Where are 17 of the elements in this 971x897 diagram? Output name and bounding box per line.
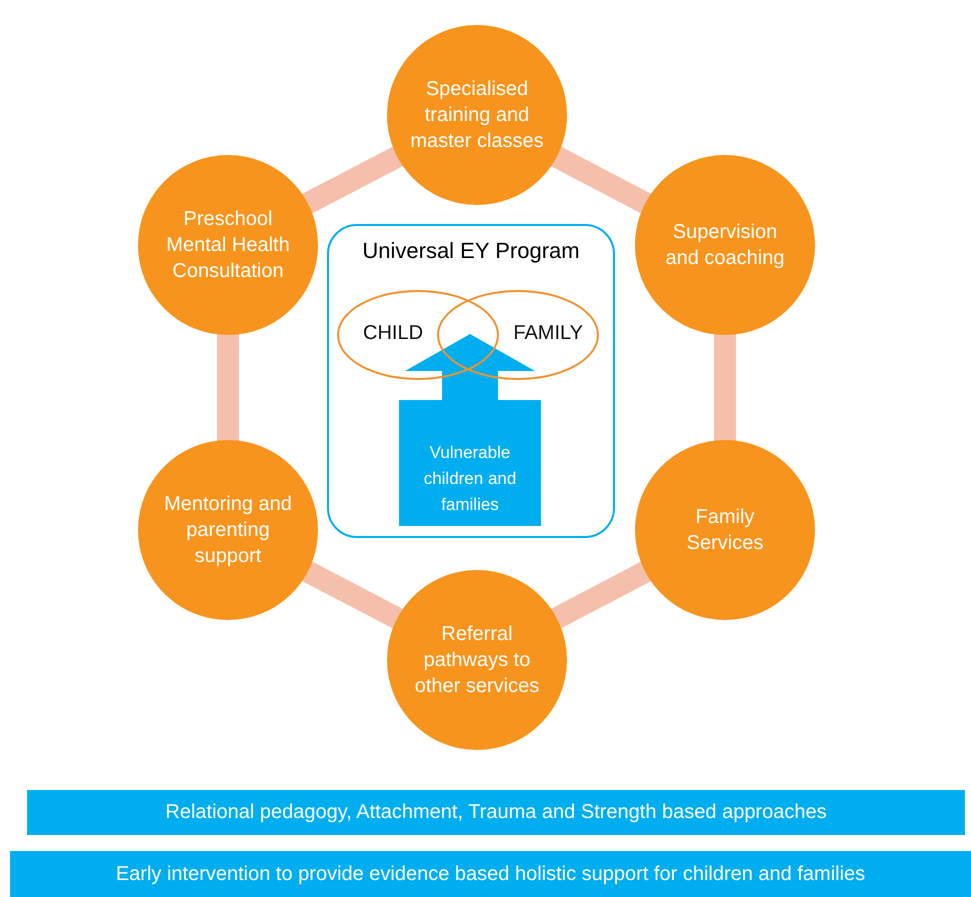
program-box — [327, 224, 615, 538]
node-label: Preschool Mental Health Consultation — [165, 207, 291, 284]
box-title: Universal EY Program — [362, 238, 580, 264]
node-label: Referral pathways to other services — [414, 622, 540, 699]
banner-text: Early intervention to provide evidence based holistic support for children and families — [116, 862, 866, 886]
banner-bar — [27, 790, 965, 835]
node-label: Mentoring and parenting support — [163, 492, 293, 569]
node-label: FAMILY — [513, 322, 583, 345]
node-label: CHILD — [363, 322, 424, 345]
node-label: Family Services — [686, 505, 764, 556]
banner-text: Relational pedagogy, Attachment, Trauma and Strength based approaches — [165, 801, 827, 824]
node-label: Specialised training and master classes — [409, 77, 545, 154]
node-label: Vulnerable children and families — [422, 442, 518, 516]
venn-ellipse — [437, 290, 599, 380]
node-label: Supervision and coaching — [664, 220, 786, 271]
venn-ellipse — [337, 290, 499, 380]
banner-bar — [10, 851, 971, 897]
